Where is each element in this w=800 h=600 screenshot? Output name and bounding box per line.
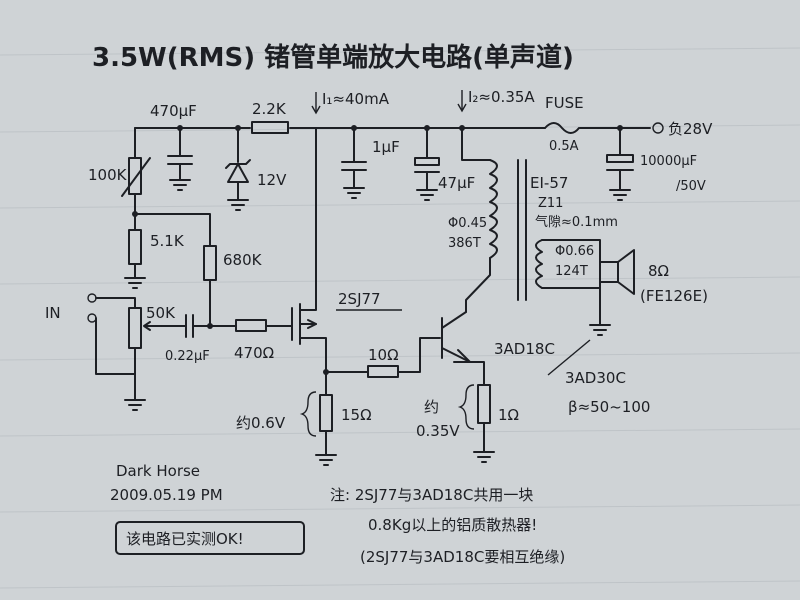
bjt2-label: 3AD30C (565, 369, 626, 387)
note-line-3: (2SJ77与3AD18C要相互绝缘) (360, 548, 565, 566)
mosfet-2sj77 (291, 127, 327, 373)
zener-diode-12v (225, 127, 251, 211)
potentiometer-50k-label: 50K (146, 304, 176, 322)
bjt-3ad18c (441, 311, 485, 386)
capacitor-10000uf (606, 127, 634, 201)
speaker-icon (599, 249, 635, 295)
capacitor-470uf (167, 127, 193, 191)
note-line-1: 注: 2SJ77与3AD18C共用一块 (330, 486, 533, 504)
transformer-primary-coil (461, 127, 498, 313)
diagram-title: 3.5W(RMS) 锗管单端放大电路(单声道) (92, 42, 574, 73)
resistor-1 (473, 384, 495, 463)
note-line-2: 0.8Kg以上的铝质散热器! (368, 516, 537, 534)
resistor-2-2k (251, 121, 289, 134)
resistor-10-label: 10Ω (368, 346, 399, 364)
date-label: 2009.05.19 PM (110, 486, 223, 504)
resistor-5-1k (124, 213, 146, 289)
current-i1-label: I₁≈40mA (322, 90, 390, 108)
capacitor-47uf-label: 47μF (438, 174, 475, 192)
transformer-z-label: Z11 (538, 196, 563, 211)
supply-terminal (652, 122, 664, 134)
capacitor-1uf (341, 127, 367, 199)
fuse-symbol (544, 122, 580, 134)
resistor-680k-label: 680K (223, 251, 263, 269)
supply-label: 负28V (668, 120, 713, 138)
capacitor-470uf-label: 470μF (150, 102, 197, 120)
capacitor-1uf-label: 1μF (372, 138, 400, 156)
fuse-label: FUSE (545, 94, 584, 112)
beta-label: β≈50~100 (568, 398, 650, 416)
input-label: IN (45, 304, 61, 322)
speaker-ohm-label: 8Ω (648, 262, 669, 280)
capacitor-10000uf-voltage: /50V (676, 179, 706, 194)
trimmer-100k-label: 100K (88, 166, 128, 184)
bjt1-label: 3AD18C (494, 340, 555, 358)
mosfet-label: 2SJ77 (338, 290, 381, 308)
resistor-5-1k-label: 5.1K (150, 232, 185, 250)
voltage-0-6v-label: 约0.6V (236, 414, 286, 432)
stamp-label: 该电路已实测OK! (126, 530, 244, 548)
brace-0-6v (299, 391, 317, 437)
trimmer-100k (121, 127, 151, 215)
voltage-0-35v-label-b: 0.35V (416, 422, 460, 440)
author-label: Dark Horse (116, 462, 200, 480)
i2-arrow (457, 103, 467, 113)
voltage-0-35v-label-a: 约 (424, 398, 439, 416)
resistor-2-2k-label: 2.2K (252, 100, 287, 118)
speaker-model-label: (FE126E) (640, 287, 708, 305)
brace-0-35v (457, 384, 475, 430)
current-i2-label: I₂≈0.35A (468, 88, 535, 106)
primary-turns-label: 386T (448, 236, 481, 251)
fuse-rating-label: 0.5A (549, 139, 579, 154)
zener-label: 12V (257, 171, 287, 189)
secondary-wire-label: Φ0.66 (555, 244, 594, 259)
potentiometer-50k (95, 297, 163, 411)
capacitor-10000uf-label: 10000μF (640, 154, 697, 169)
resistor-1-label: 1Ω (498, 406, 519, 424)
resistor-15 (315, 371, 337, 466)
resistor-680k (134, 213, 217, 327)
transformer-secondary-coil (535, 239, 611, 336)
capacitor-47uf (414, 127, 440, 201)
capacitor-0-22uf-label: 0.22μF (165, 349, 210, 364)
i1-arrow (311, 105, 321, 115)
resistor-15-label: 15Ω (341, 406, 372, 424)
transformer-label: EI-57 (530, 174, 568, 192)
primary-wire-label: Φ0.45 (448, 216, 487, 231)
air-gap-label: 气隙≈0.1mm (535, 214, 618, 230)
stamp-box (115, 521, 305, 555)
secondary-turns-label: 124T (555, 264, 588, 279)
capacitor-0-22uf (161, 314, 237, 338)
resistor-470-label: 470Ω (234, 344, 274, 362)
